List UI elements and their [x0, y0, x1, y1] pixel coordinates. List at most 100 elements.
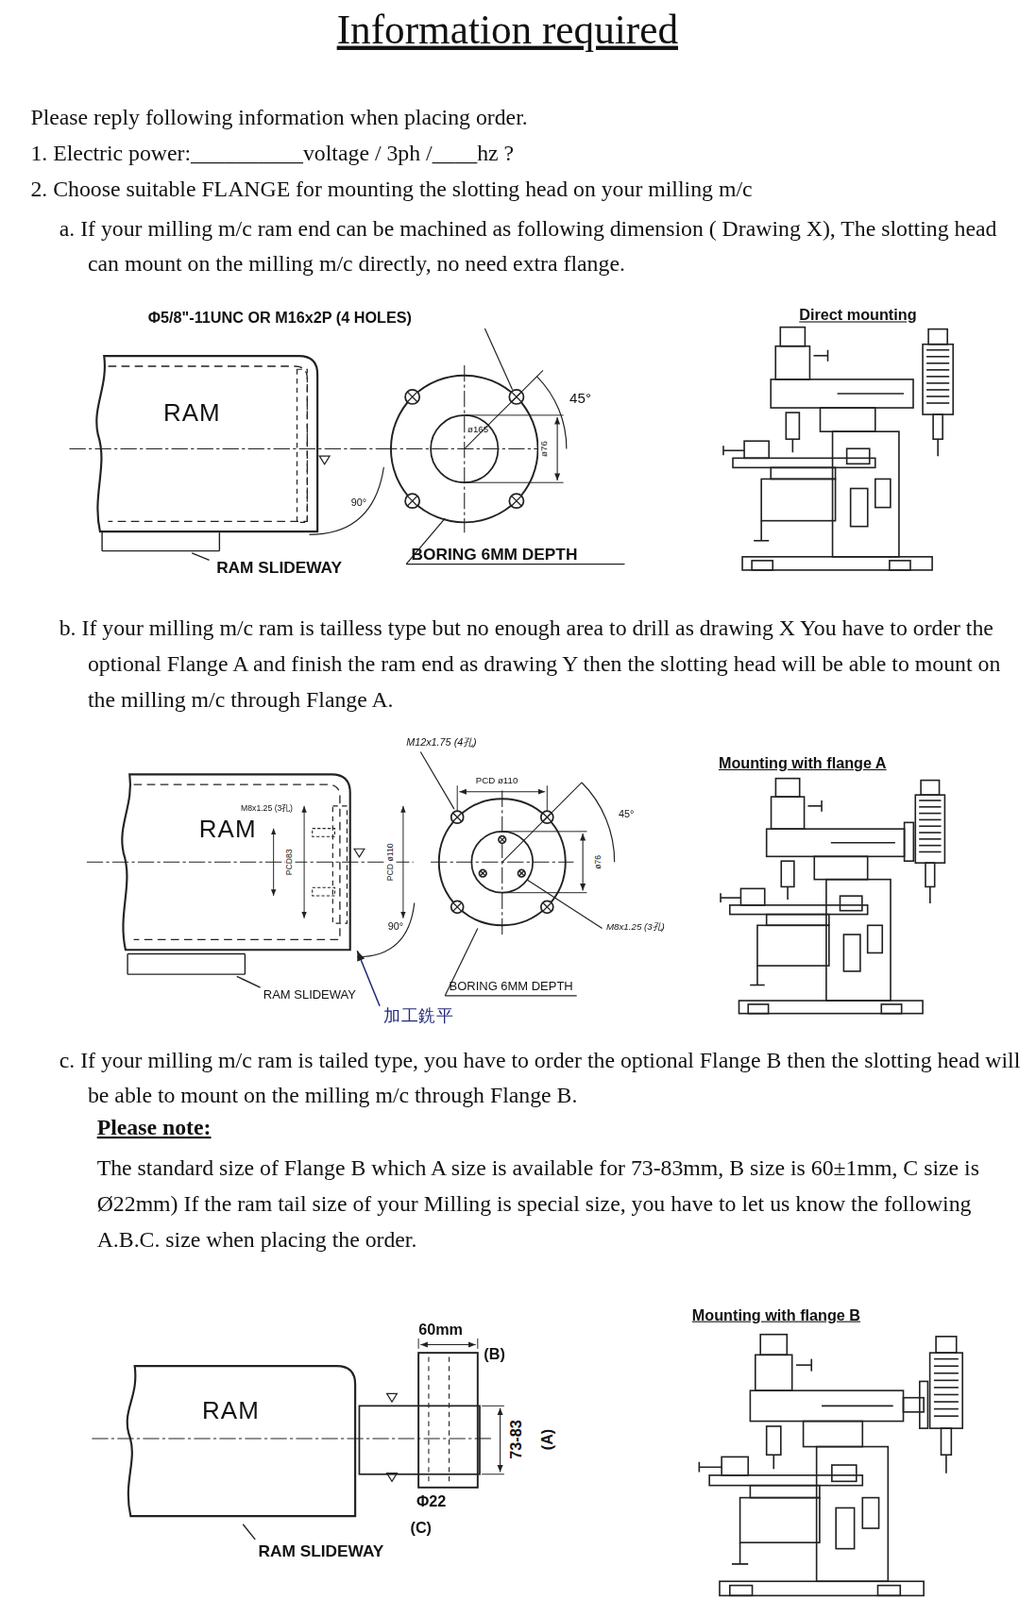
dimension-line — [272, 829, 274, 897]
machine-line — [807, 805, 822, 808]
machine-line — [810, 1359, 813, 1373]
slotting-ram — [933, 414, 943, 440]
machine-part — [877, 1586, 901, 1597]
bolt-hole-cross — [519, 871, 525, 877]
slotting-head-rib — [918, 851, 941, 854]
machine-line — [723, 449, 745, 452]
machine-part — [770, 379, 914, 408]
machine-part — [740, 1498, 820, 1545]
dimension-line — [402, 806, 404, 919]
extension-line — [502, 892, 588, 894]
figure-caption: Direct mounting — [798, 305, 917, 324]
bolt-hole-cross — [511, 495, 523, 507]
dimension-label: 73-83 — [507, 1419, 526, 1461]
machine-line — [753, 540, 769, 543]
machine-line — [786, 886, 789, 901]
label-underline — [406, 563, 625, 565]
slotting-head-rib — [934, 1380, 959, 1383]
paragraph: Please reply following information when … — [30, 103, 527, 132]
ram-label: RAM — [163, 399, 221, 429]
bolt-hole-cross — [453, 902, 462, 912]
dimension-label: PCD ø110 — [386, 842, 396, 883]
machine-part — [719, 1581, 924, 1597]
dimension-line — [304, 806, 306, 919]
slideway-line — [127, 973, 245, 975]
slotting-head-rib — [934, 1394, 959, 1397]
dimension-letter: (C) — [409, 1519, 432, 1538]
milling-machine-sketch — [723, 327, 953, 571]
machine-part — [749, 1391, 903, 1422]
slotting-head-rib — [934, 1365, 959, 1368]
leader-line — [420, 752, 455, 811]
bolt-hole-cross — [407, 495, 418, 507]
machine-part — [839, 896, 862, 912]
bolt-hole-cross — [499, 837, 505, 843]
extension-line — [457, 785, 459, 812]
machine-line — [731, 1563, 748, 1566]
bolt-hole-cross — [407, 391, 418, 403]
bolt-hole-cross — [543, 902, 552, 912]
extension-line — [476, 1339, 478, 1350]
dimension-label: ø76 — [538, 440, 550, 459]
extension-line — [464, 482, 564, 484]
ram-outline-path — [121, 774, 350, 951]
machine-part — [835, 1508, 854, 1549]
machine-part — [751, 560, 773, 571]
machine-part — [749, 1486, 819, 1499]
page-title: Information required — [337, 5, 679, 55]
surface-finish-mark — [354, 849, 365, 858]
center-line — [68, 448, 396, 450]
head-motor — [920, 781, 939, 797]
machine-part — [781, 861, 795, 887]
bolt-hole-cross — [480, 871, 486, 877]
machine-line — [827, 350, 830, 362]
slotting-head-rib — [926, 362, 950, 365]
machine-part — [803, 1422, 864, 1448]
angle-label: 90° — [388, 920, 404, 934]
leader-line — [484, 328, 512, 391]
leader-line — [237, 976, 261, 988]
ram-outline — [117, 770, 355, 955]
leader-line — [191, 553, 209, 561]
slotting-head-rib — [934, 1387, 959, 1390]
slotting-tool — [936, 439, 939, 457]
angle-line — [502, 782, 582, 863]
surface-finish-mark — [319, 456, 330, 465]
note-label: BORING 6MM DEPTH — [411, 544, 578, 565]
slotting-tool — [945, 1455, 948, 1474]
dimension-label: ø165 — [467, 424, 489, 437]
ram-hidden-outline — [108, 366, 308, 522]
center-line — [380, 448, 542, 450]
machine-line — [813, 355, 828, 357]
dimension-letter: (A) — [538, 1428, 557, 1453]
slotting-head-rib — [918, 813, 941, 816]
machine-line — [739, 1543, 742, 1565]
ram-label: RAM — [202, 1397, 260, 1427]
figure-caption: Mounting with flange A — [718, 754, 887, 773]
machine-part — [732, 458, 876, 468]
head-motor — [928, 329, 948, 345]
slotting-ram — [925, 863, 935, 887]
slotting-head-rib — [926, 382, 950, 385]
extension-line — [481, 1406, 505, 1408]
dimension-label: 60mm — [418, 1321, 463, 1340]
machine-line — [796, 1364, 812, 1367]
leader-line — [242, 1525, 255, 1541]
flange-b — [919, 1381, 929, 1429]
machine-part — [826, 880, 891, 1002]
machine-line — [698, 1462, 701, 1474]
angle-label: 45° — [618, 808, 634, 821]
handwritten-arrow — [356, 951, 380, 1006]
slideway-line — [126, 954, 128, 976]
handwritten-note: 加工銑平 — [383, 1006, 453, 1028]
bolt-hole-cross — [511, 495, 523, 507]
milling-machine-sketch — [698, 1335, 963, 1597]
machine-part — [721, 1457, 748, 1476]
machine-line — [837, 392, 904, 395]
slideway-line — [244, 954, 246, 976]
angle-arc — [356, 903, 415, 958]
ram-outline-path — [127, 1366, 356, 1517]
tapped-hole — [312, 887, 336, 897]
slotting-head — [922, 344, 953, 415]
part-label: RAM SLIDEWAY — [257, 1542, 384, 1563]
